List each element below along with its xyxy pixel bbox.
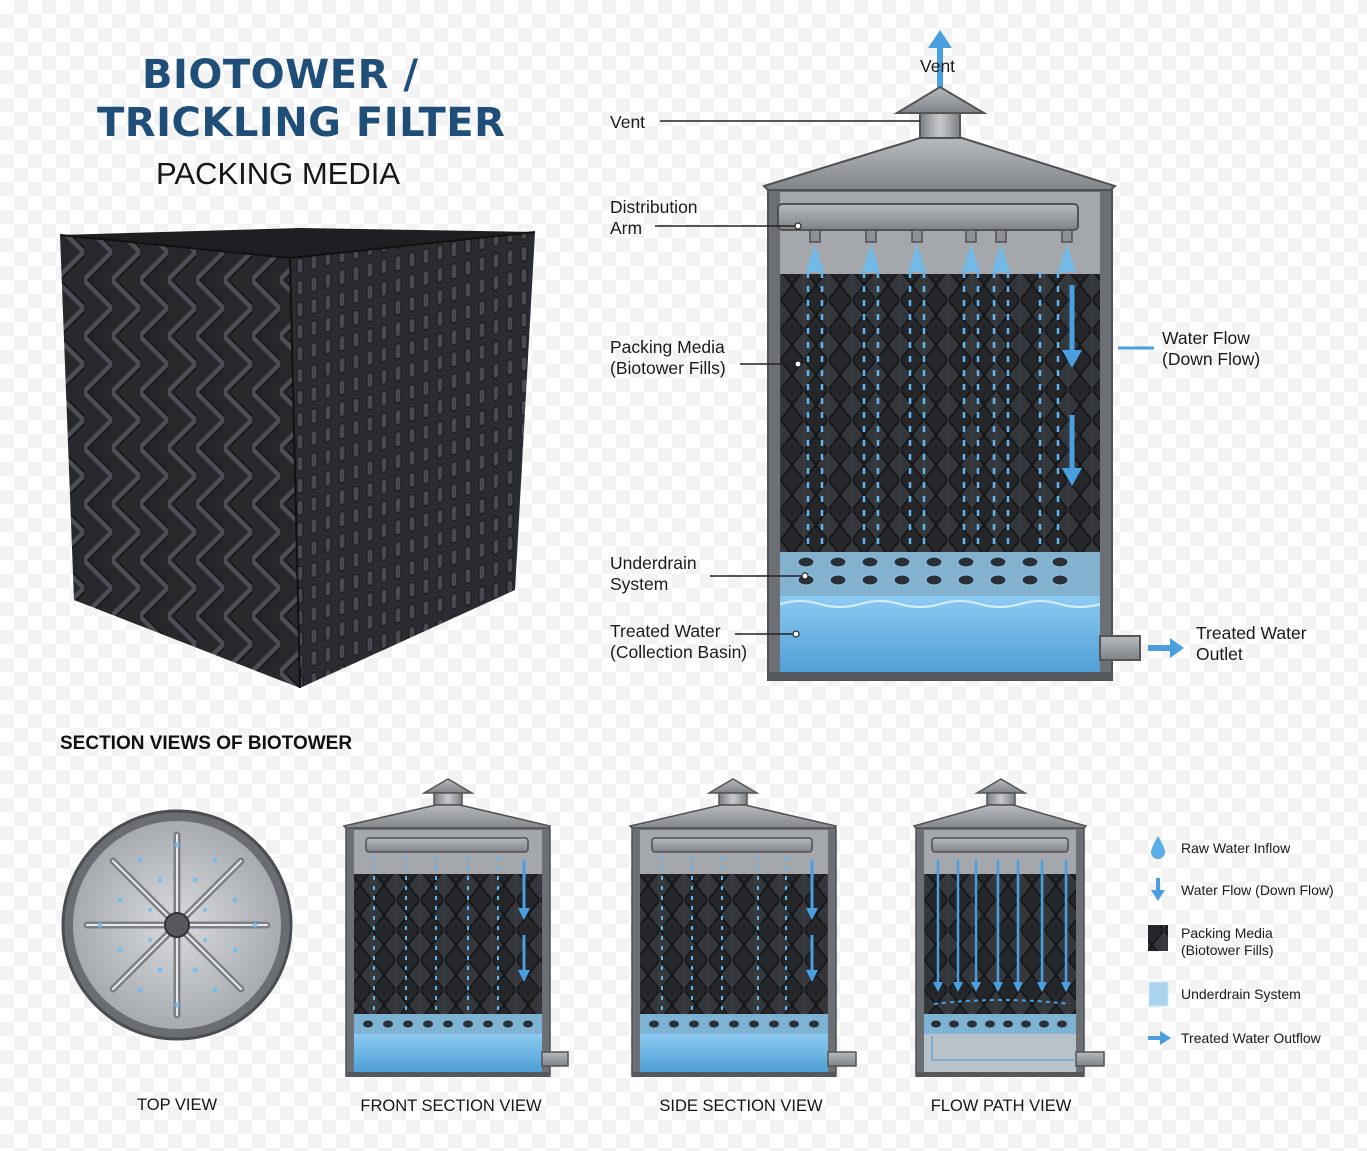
caption-front-section: FRONT SECTION VIEW [360,1097,542,1115]
droplet-icon [1151,836,1165,859]
front-section-diagram [342,778,569,1077]
flow-path-diagram [912,778,1105,1077]
subtitle: PACKING MEDIA [156,156,401,191]
packing-media [780,274,1100,552]
legend-item-water-flow: Water Flow (Down Flow) [1181,882,1334,898]
vent-cap [893,85,988,114]
water-flow-label: Water Flow(Down Flow) [1162,328,1261,369]
right-arrow-icon [1148,1031,1171,1045]
packing-media-swatch [1148,925,1168,951]
vent-label: Vent [610,112,646,132]
underdrain-system [780,552,1100,596]
packing-media-label: Packing Media(Biotower Fills) [610,337,726,378]
legend-item-treated-outflow: Treated Water Outflow [1181,1030,1321,1046]
treated-water-label: Treated Water(Collection Basin) [610,621,748,662]
legend-item-underdrain: Underdrain System [1181,986,1301,1002]
down-arrow-icon [1151,878,1165,901]
collection-basin [780,596,1100,674]
legend-item-packing-media: Packing Media(Biotower Fills) [1181,925,1274,958]
caption-top-view: TOP VIEW [136,1096,218,1114]
tower-roof [762,137,1118,193]
legend-item-raw-water: Raw Water Inflow [1181,840,1291,856]
side-section-diagram [628,778,857,1077]
underdrain-swatch [1148,981,1169,1007]
caption-side-section: SIDE SECTION VIEW [659,1097,823,1115]
top-view-diagram [61,809,293,1041]
title-line-1: BIOTOWER / [142,52,419,98]
vent-top-label: Vent [920,56,956,76]
outlet-pipe [1099,635,1141,661]
section-views-heading: SECTION VIEWS OF BIOTOWER [60,733,353,754]
vent-stack [919,112,961,144]
underdrain-holes [797,556,1069,586]
caption-flow-path: FLOW PATH VIEW [930,1097,1072,1115]
distribution-arm [777,203,1079,231]
title-line-2: TRICKLING FILTER [97,100,506,146]
